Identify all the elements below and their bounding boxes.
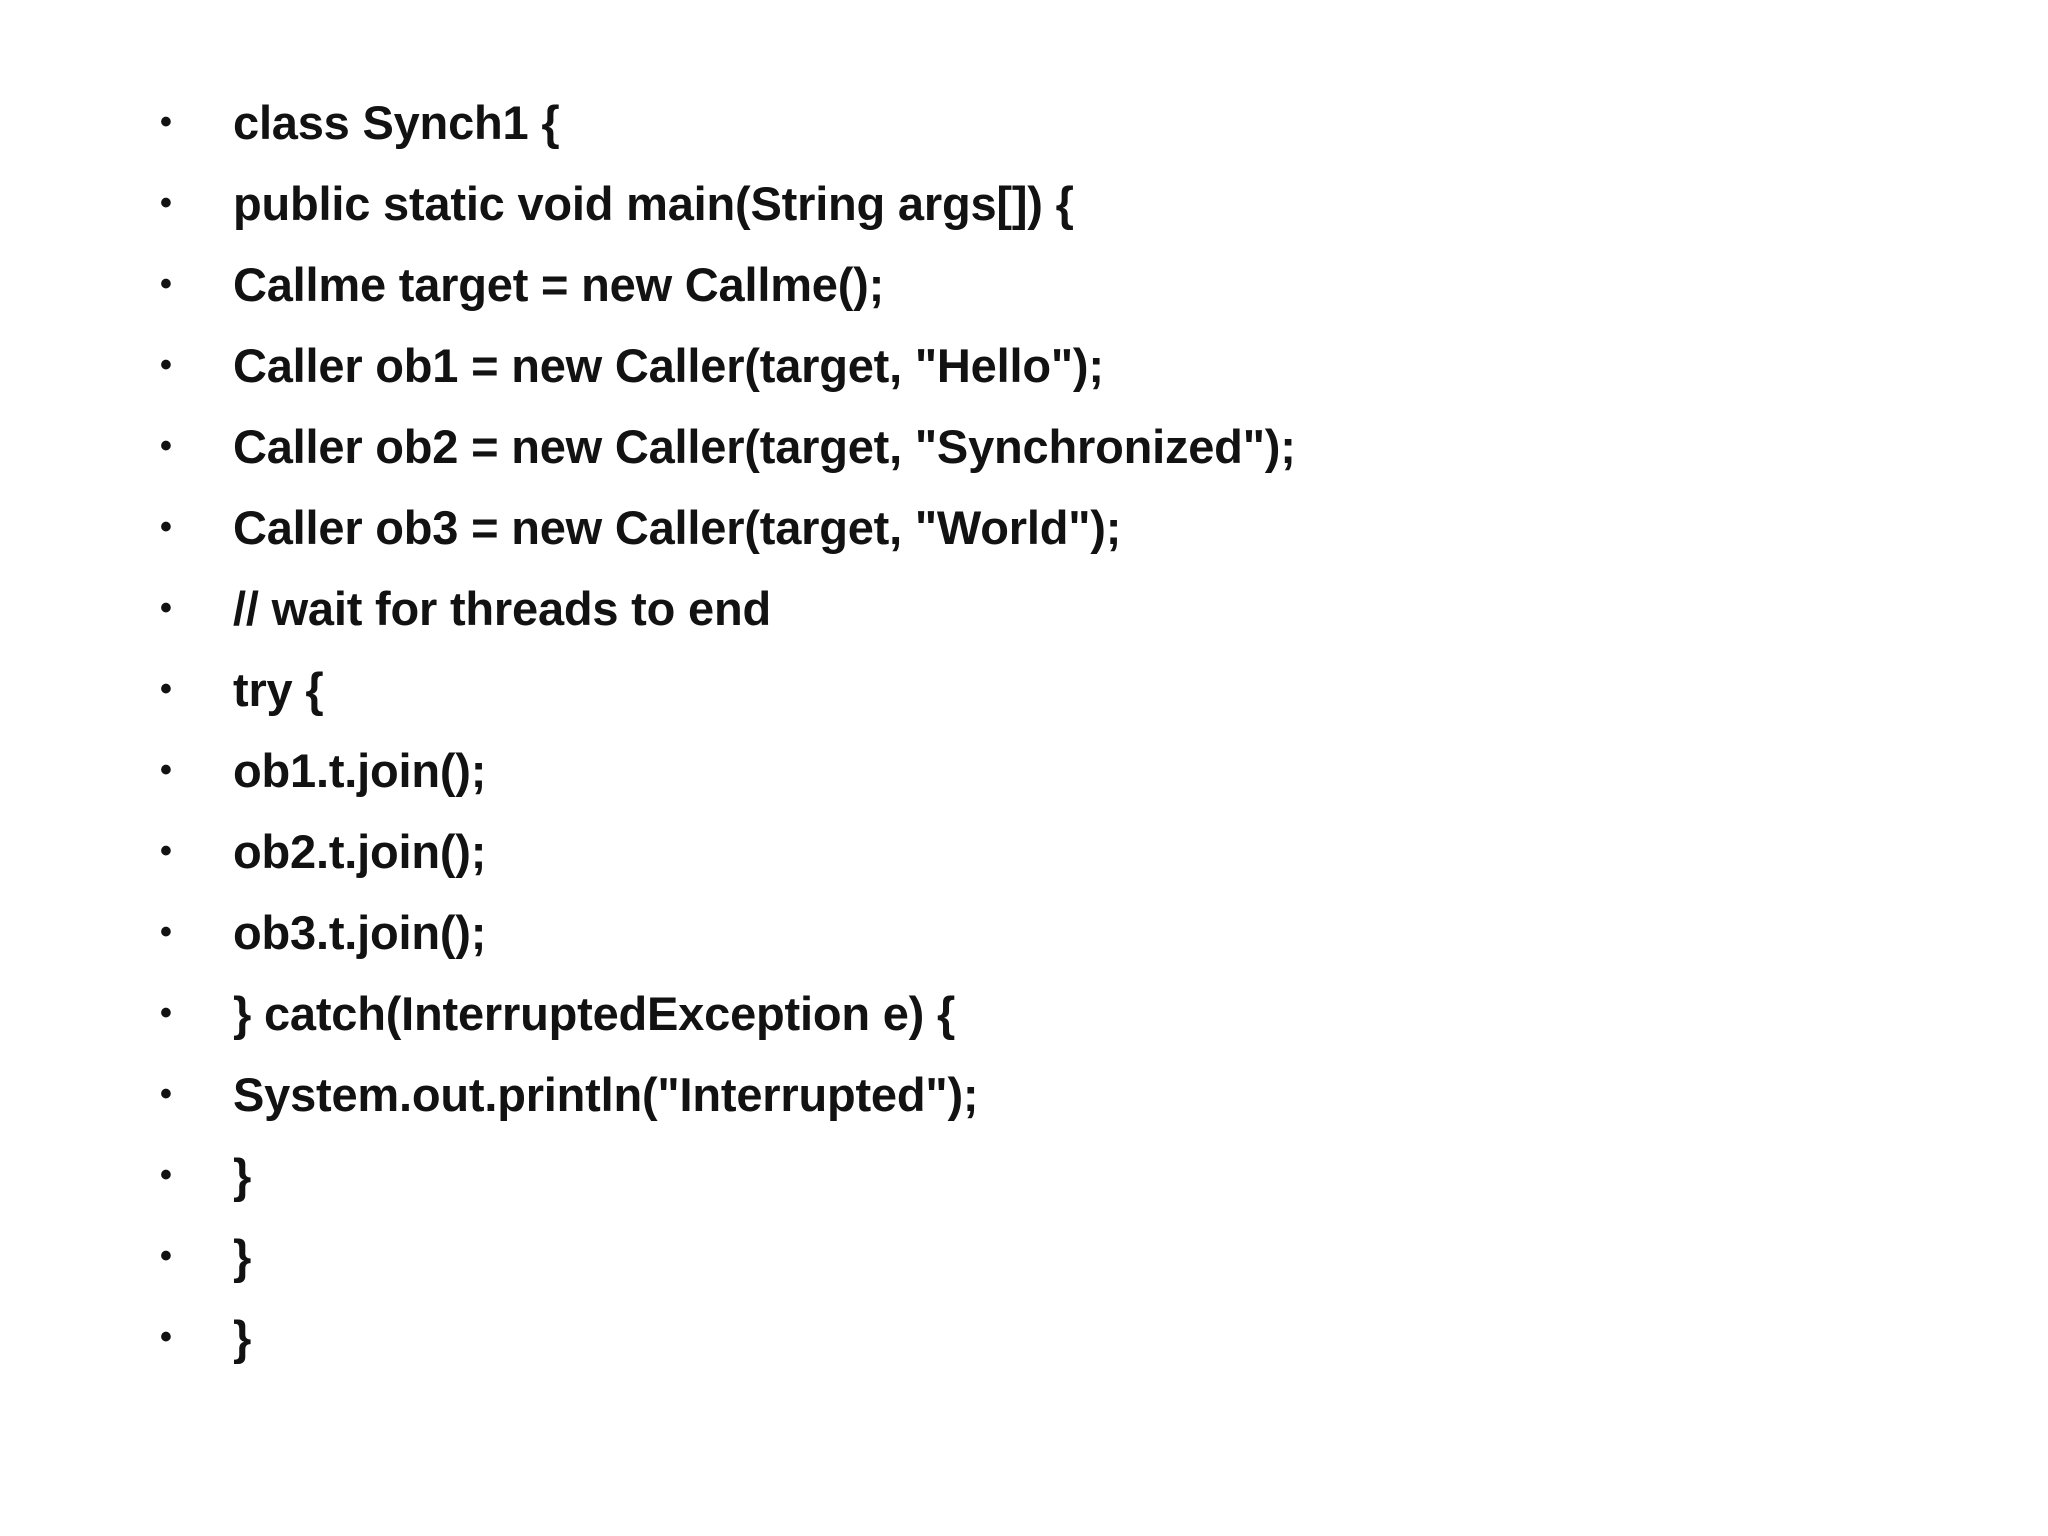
list-item: • Callme target = new Callme();: [0, 244, 2048, 325]
list-item: • try {: [0, 649, 2048, 730]
bullet-point-icon: •: [160, 994, 172, 1032]
code-line-text: System.out.println("Interrupted");: [233, 1068, 979, 1121]
code-line-text: }: [233, 1230, 252, 1283]
code-line-text: Callme target = new Callme();: [233, 258, 885, 311]
code-line-text: ob1.t.join();: [233, 744, 487, 797]
bullet-point-icon: •: [160, 913, 172, 951]
list-item: •}: [0, 1216, 2048, 1297]
list-item: • Caller ob2 = new Caller(target, "Synchr…: [0, 406, 2048, 487]
list-item: • // wait for threads to end: [0, 568, 2048, 649]
list-item: • Caller ob3 = new Caller(target, "World"…: [0, 487, 2048, 568]
bullet-point-icon: •: [160, 1156, 172, 1194]
code-line-text: Caller ob1 = new Caller(target, "Hello")…: [233, 339, 1104, 392]
bullet-point-icon: •: [160, 589, 172, 627]
list-item: • ob3.t.join();: [0, 892, 2048, 973]
code-line-text: Caller ob3 = new Caller(target, "World")…: [233, 501, 1122, 554]
list-item: • ob1.t.join();: [0, 730, 2048, 811]
bullet-point-icon: •: [160, 1318, 172, 1356]
bullet-point-icon: •: [160, 1237, 172, 1275]
list-item: • class Synch1 {: [0, 82, 2048, 163]
code-line-text: }: [233, 1149, 252, 1202]
bullet-point-icon: •: [160, 265, 172, 303]
bullet-point-icon: •: [160, 751, 172, 789]
list-item: • public static void main(String args[]) …: [0, 163, 2048, 244]
list-item: • System.out.println("Interrupted");: [0, 1054, 2048, 1135]
code-line-text: ob2.t.join();: [233, 825, 487, 878]
code-line-text: }: [233, 1311, 252, 1364]
code-line-text: } catch(InterruptedException e) {: [233, 987, 956, 1040]
code-line-text: public static void main(String args[]) {: [233, 177, 1074, 230]
bullet-point-icon: •: [160, 184, 172, 222]
bullet-point-icon: •: [160, 103, 172, 141]
list-item: • } catch(InterruptedException e) {: [0, 973, 2048, 1054]
code-line-text: Caller ob2 = new Caller(target, "Synchro…: [233, 420, 1296, 473]
bullet-point-icon: •: [160, 670, 172, 708]
bullet-point-icon: •: [160, 832, 172, 870]
list-item: •}: [0, 1297, 2048, 1378]
code-bullet-list: • class Synch1 { • public static void main(…: [0, 82, 2048, 1378]
list-item: • Caller ob1 = new Caller(target, "Hello"…: [0, 325, 2048, 406]
bullet-point-icon: •: [160, 427, 172, 465]
code-line-text: // wait for threads to end: [233, 582, 771, 635]
list-item: • ob2.t.join();: [0, 811, 2048, 892]
bullet-point-icon: •: [160, 508, 172, 546]
bullet-point-icon: •: [160, 346, 172, 384]
code-line-text: class Synch1 {: [233, 96, 560, 149]
bullet-point-icon: •: [160, 1075, 172, 1113]
list-item: •}: [0, 1135, 2048, 1216]
code-line-text: try {: [233, 663, 324, 716]
code-line-text: ob3.t.join();: [233, 906, 487, 959]
